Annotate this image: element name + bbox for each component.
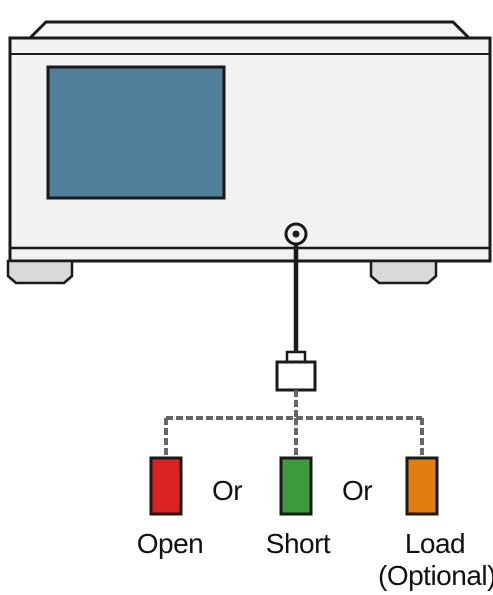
load-optional-note: (Optional) — [378, 560, 493, 591]
or-separator-2: Or — [342, 475, 373, 506]
open-label: Open — [136, 528, 204, 559]
load-standard-block — [405, 456, 439, 516]
open-standard-block — [149, 456, 183, 516]
instrument-foot-left — [6, 259, 74, 285]
load-label: Load — [404, 528, 466, 559]
short-label: Short — [265, 528, 331, 559]
short-standard-block — [279, 456, 313, 516]
branch-dashed-lines — [164, 390, 424, 458]
instrument-foot-right — [369, 259, 438, 285]
coaxial-port-icon — [284, 222, 308, 246]
adapter-connector-icon — [275, 350, 317, 392]
instrument-screen — [46, 65, 226, 200]
or-separator-1: Or — [212, 475, 243, 506]
